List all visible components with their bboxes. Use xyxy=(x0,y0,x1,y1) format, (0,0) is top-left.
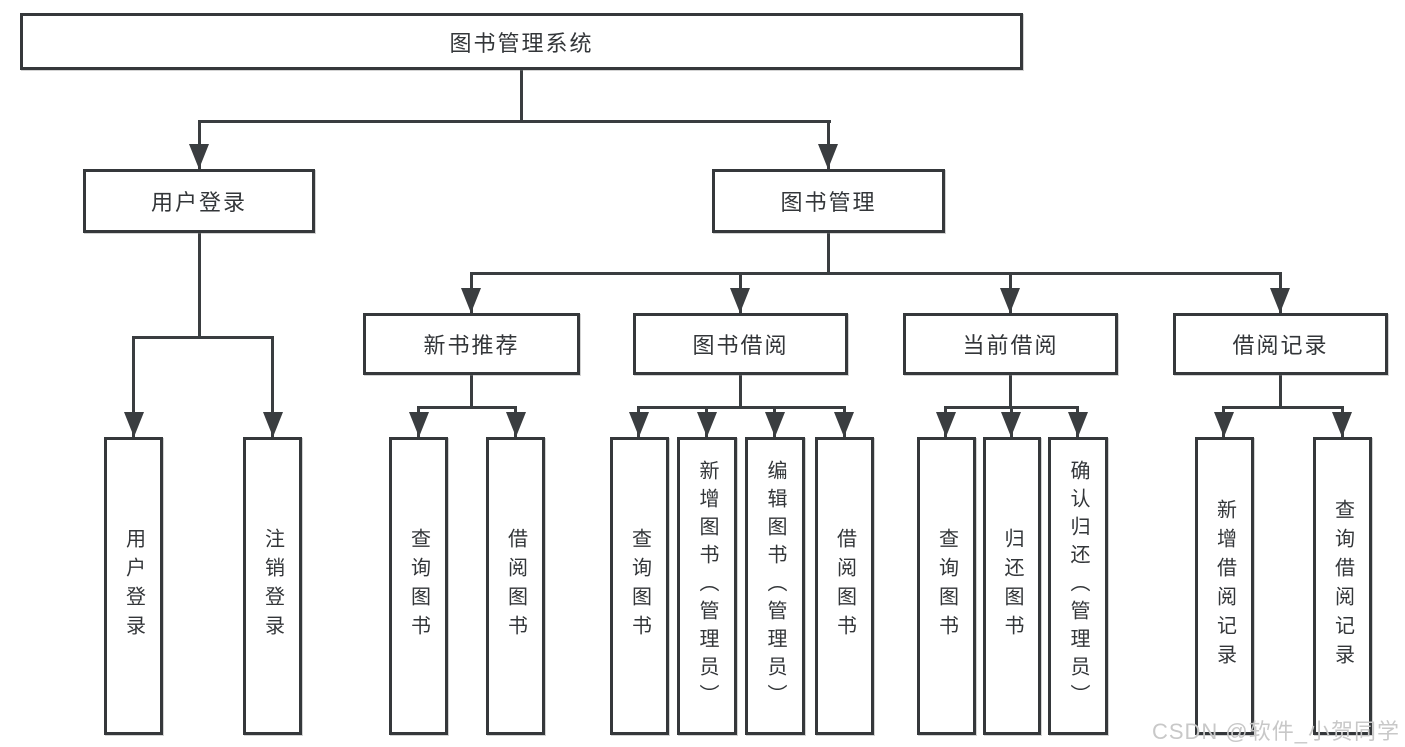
leaf-cb-return-books: 归还图书 xyxy=(983,437,1041,735)
connector-line xyxy=(198,120,831,123)
leaf-nbr-query-books: 查询图书 xyxy=(389,437,448,735)
connector-line xyxy=(1222,406,1344,409)
arrowhead-down-icon xyxy=(1068,412,1088,437)
connector-line xyxy=(470,272,1282,275)
node-book-borrow: 图书借阅 xyxy=(633,313,848,375)
arrowhead-down-icon xyxy=(409,412,429,437)
connector-line xyxy=(132,336,274,339)
leaf-bb-borrow-books: 借阅图书 xyxy=(815,437,874,735)
leaf-br-add-record-label: 新增借阅记录 xyxy=(1213,499,1236,673)
arrowhead-down-icon xyxy=(263,412,283,437)
arrowhead-down-icon xyxy=(936,412,956,437)
leaf-logout: 注销登录 xyxy=(243,437,302,735)
leaf-bb-borrow-books-label: 借阅图书 xyxy=(833,528,856,644)
node-book-management: 图书管理 xyxy=(712,169,945,233)
node-user-login: 用户登录 xyxy=(83,169,315,233)
leaf-cb-confirm-return-admin-label: 确认归还（管理员） xyxy=(1067,460,1089,712)
connector-line xyxy=(271,336,274,437)
arrowhead-down-icon xyxy=(189,144,209,169)
arrowhead-down-icon xyxy=(1270,288,1290,313)
leaf-br-query-record-label: 查询借阅记录 xyxy=(1331,499,1354,673)
leaf-nbr-borrow-books-label: 借阅图书 xyxy=(504,528,527,644)
node-book-borrow-label: 图书借阅 xyxy=(692,333,789,358)
node-current-borrow-label: 当前借阅 xyxy=(962,333,1059,358)
leaf-cb-query-books-label: 查询图书 xyxy=(935,528,958,644)
csdn-watermark: CSDN @软件_小贺同学 xyxy=(1151,719,1400,744)
node-root-label: 图书管理系统 xyxy=(449,30,594,56)
arrowhead-down-icon xyxy=(765,412,785,437)
arrowhead-down-icon xyxy=(1332,412,1352,437)
leaf-br-query-record: 查询借阅记录 xyxy=(1313,437,1372,735)
leaf-cb-return-books-label: 归还图书 xyxy=(1001,528,1023,644)
arrowhead-down-icon xyxy=(730,288,750,313)
connector-line xyxy=(1009,375,1012,409)
arrowhead-down-icon xyxy=(1214,412,1234,437)
arrowhead-down-icon xyxy=(834,412,854,437)
node-user-login-label: 用户登录 xyxy=(150,190,247,215)
connector-line xyxy=(1279,375,1282,409)
connector-line xyxy=(198,233,201,339)
arrowhead-down-icon xyxy=(697,412,717,437)
leaf-br-add-record: 新增借阅记录 xyxy=(1195,437,1254,735)
connector-line xyxy=(470,375,473,409)
leaf-bb-edit-books-admin: 编辑图书（管理员） xyxy=(745,437,805,735)
leaf-logout-label: 注销登录 xyxy=(261,528,284,644)
leaf-bb-query-books-label: 查询图书 xyxy=(628,528,651,644)
connector-line xyxy=(739,375,742,409)
leaf-nbr-borrow-books: 借阅图书 xyxy=(486,437,545,735)
arrowhead-down-icon xyxy=(1000,288,1020,313)
connector-line xyxy=(132,336,135,437)
node-borrow-records: 借阅记录 xyxy=(1173,313,1388,375)
leaf-cb-query-books: 查询图书 xyxy=(917,437,976,735)
leaf-user-login: 用户登录 xyxy=(104,437,163,735)
arrowhead-down-icon xyxy=(461,288,481,313)
connector-line xyxy=(637,406,846,409)
connector-line xyxy=(520,70,523,123)
arrowhead-down-icon xyxy=(1001,412,1021,437)
leaf-nbr-query-books-label: 查询图书 xyxy=(407,528,430,644)
node-new-book-recommend-label: 新书推荐 xyxy=(423,333,520,358)
connector-line xyxy=(827,233,830,275)
leaf-user-login-label: 用户登录 xyxy=(122,528,145,644)
arrowhead-down-icon xyxy=(124,412,144,437)
node-new-book-recommend: 新书推荐 xyxy=(363,313,580,375)
arrowhead-down-icon xyxy=(818,144,838,169)
node-borrow-records-label: 借阅记录 xyxy=(1232,333,1329,358)
node-book-management-label: 图书管理 xyxy=(780,190,877,215)
arrowhead-down-icon xyxy=(629,412,649,437)
leaf-bb-query-books: 查询图书 xyxy=(610,437,669,735)
leaf-bb-edit-books-admin-label: 编辑图书（管理员） xyxy=(764,460,786,712)
leaf-bb-add-books-admin: 新增图书（管理员） xyxy=(677,437,737,735)
leaf-cb-confirm-return-admin: 确认归还（管理员） xyxy=(1048,437,1108,735)
connector-line xyxy=(417,406,517,409)
node-root: 图书管理系统 xyxy=(20,13,1023,70)
leaf-bb-add-books-admin-label: 新增图书（管理员） xyxy=(696,460,718,712)
node-current-borrow: 当前借阅 xyxy=(903,313,1118,375)
arrowhead-down-icon xyxy=(506,412,526,437)
